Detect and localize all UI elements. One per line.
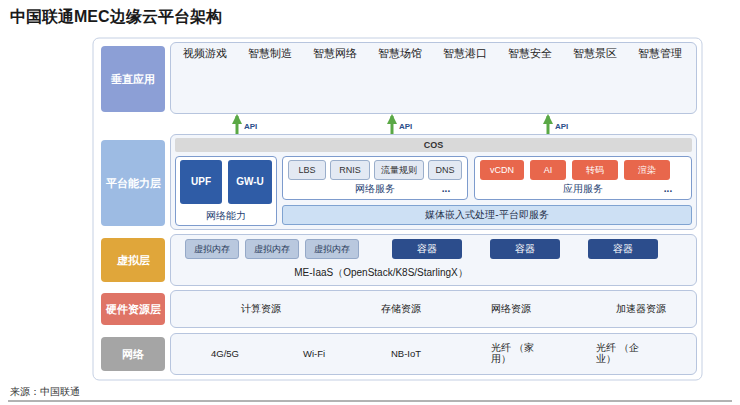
service-label: 流量规则 — [375, 161, 423, 179]
application-service-box: vCDN — [480, 160, 524, 180]
access-label: 光纤 （企业） — [595, 337, 641, 371]
edge-label: API — [242, 122, 259, 132]
application-name: 智慧网络 — [304, 46, 366, 61]
network-service-box: LBS — [288, 160, 326, 180]
access-label: NB-IoT — [390, 345, 446, 363]
capability-group: vCDN AI 转码渲染应用服务... — [474, 156, 692, 200]
diagram-title: 中国联通MEC边缘云平台架构 — [10, 7, 222, 28]
paas-bar: 媒体嵌入式处理-平台即服务 — [282, 205, 692, 225]
layer-band: 视频游戏智慧制造智慧网络智慧场馆智慧港口智慧安全智慧景区智慧管理垂直应用 — [170, 42, 697, 114]
access-label: 4G/5G — [210, 345, 262, 363]
layer-band: 虚拟内存虚拟内存虚拟内存容器容器容器虚拟层ME-IaaS（OpenStack/K… — [170, 234, 697, 286]
capability-group: UPFGW-U 网络能力 — [175, 156, 277, 226]
group-label: 应用服务 — [475, 181, 691, 197]
ellipsis-mark: ... — [653, 181, 683, 197]
application-name: 智慧管理 — [629, 46, 691, 61]
application-name: 视频游戏 — [174, 46, 236, 61]
module-label: 容器 — [392, 239, 462, 259]
iaas-label: ME-IaaS（OpenStack/K8S/StarlingX） — [211, 264, 551, 282]
access-label: Wi-Fi — [302, 345, 354, 363]
resource-label: 加速器资源 — [615, 300, 687, 318]
module-label: 容器 — [588, 239, 658, 259]
module-label: 虚拟内存 — [246, 240, 298, 258]
application-tile: 智慧场馆 — [369, 45, 431, 111]
module-label: 虚拟内存 — [186, 240, 238, 258]
source-caption: 来源：中国联通 — [10, 386, 80, 399]
service-label: 渲染 — [624, 160, 670, 180]
capability-group: LBS RNIS 流量规则 DNS 网络服务... — [282, 156, 468, 200]
service-label: 转码 — [572, 160, 618, 180]
layer-band: COS UPFGW-U 网络能力 LBS RNIS 流量规则 DNS 网络服务... vCDN A… — [170, 134, 697, 230]
edge-label: API — [553, 122, 570, 132]
application-service-box: 转码 — [572, 160, 618, 180]
container-box: 容器 — [392, 239, 462, 259]
virtual-memory-box: 虚拟内存 — [305, 239, 359, 259]
group-label: 网络服务 — [283, 181, 467, 197]
layer-label: 垂直应用 — [101, 46, 165, 112]
resource-label: 计算资源 — [240, 300, 302, 318]
network-service-box: RNIS — [330, 160, 370, 180]
application-tile: 视频游戏 — [174, 45, 236, 111]
application-name: 智慧制造 — [239, 46, 301, 61]
network-function-box: UPF — [180, 160, 222, 204]
outer-frame — [93, 38, 702, 380]
application-tile: 智慧网络 — [304, 45, 366, 111]
network-service-box: 流量规则 — [374, 160, 424, 180]
outer-frame — [93, 38, 702, 380]
function-label: UPF — [180, 160, 222, 204]
application-service-box: 渲染 — [624, 160, 670, 180]
cos-label: COS — [175, 138, 692, 152]
service-label: AI — [530, 160, 566, 180]
network-service-box: DNS — [428, 160, 462, 180]
virtual-memory-box: 虚拟内存 — [245, 239, 299, 259]
layer-band: 网络4G/5GWi-FiNB-IoT光纤 （家用）光纤 （企业） — [170, 333, 697, 375]
ellipsis-mark: ... — [431, 181, 461, 197]
module-label: 容器 — [490, 239, 560, 259]
application-tile: 智慧港口 — [434, 45, 496, 111]
service-label: RNIS — [331, 161, 369, 179]
application-tile: 智慧安全 — [499, 45, 561, 111]
layer-label: 平台能力层 — [101, 140, 165, 226]
resource-label: 存储资源 — [380, 300, 442, 318]
virtual-memory-box: 虚拟内存 — [185, 239, 239, 259]
service-label: vCDN — [480, 160, 524, 180]
network-function-box: GW-U — [228, 160, 272, 204]
bottom-rule — [8, 401, 732, 402]
application-name: 智慧港口 — [434, 46, 496, 61]
access-label: 光纤 （家用） — [490, 337, 536, 371]
resource-label: 网络资源 — [490, 300, 552, 318]
layer-label: 硬件资源层 — [101, 293, 165, 325]
bottom-rule — [8, 401, 732, 402]
application-service-box: AI — [530, 160, 566, 180]
application-name: 智慧安全 — [499, 46, 561, 61]
group-label: 网络能力 — [176, 207, 276, 225]
paas-label: 媒体嵌入式处理-平台即服务 — [283, 206, 691, 224]
service-label: DNS — [429, 161, 461, 179]
container-box: 容器 — [490, 239, 560, 259]
module-label: 虚拟内存 — [306, 240, 358, 258]
application-tile: 智慧景区 — [564, 45, 626, 111]
edge-label: API — [397, 122, 414, 132]
layer-band: 硬件资源层计算资源存储资源网络资源加速器资源 — [170, 290, 697, 328]
cos-bar: COS — [175, 138, 692, 152]
layer-label: 虚拟层 — [101, 238, 165, 282]
application-tile: 智慧制造 — [239, 45, 301, 111]
application-tile: 智慧管理 — [629, 45, 691, 111]
container-box: 容器 — [588, 239, 658, 259]
application-name: 智慧景区 — [564, 46, 626, 61]
application-name: 智慧场馆 — [369, 46, 431, 61]
function-label: GW-U — [228, 160, 272, 204]
layer-label: 网络 — [101, 337, 165, 371]
service-label: LBS — [289, 161, 325, 179]
